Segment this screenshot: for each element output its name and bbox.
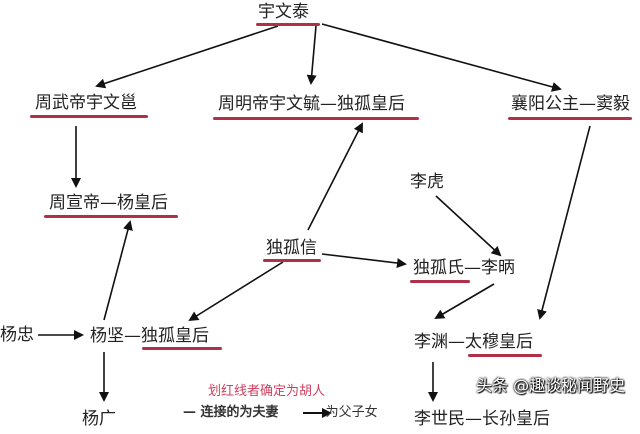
- node-xiangyang: 襄阳公主—窦毅: [511, 94, 630, 114]
- arrow-duguxin-yangjian: [188, 261, 284, 322]
- node-yuwentai: 宇文泰: [258, 2, 309, 22]
- arrow-yuwentai-zhoumingdi: [306, 25, 317, 85]
- arrow-lihu-dugushi: [435, 195, 502, 257]
- red-underline: [263, 259, 321, 262]
- node-zhouwudi: 周武帝宇文邕: [35, 93, 137, 113]
- node-lihu: 李虎: [410, 172, 444, 192]
- red-underline: [213, 117, 419, 120]
- node-liyuan: 李渊—太穆皇后: [414, 332, 533, 352]
- node-dugushi: 独孤氏—李昞: [413, 258, 515, 278]
- arrow-douyi-liyuan: [537, 125, 591, 320]
- node-yangzhong: 杨忠: [0, 325, 34, 345]
- red-underline: [30, 115, 148, 118]
- legend-red-note: 划红线者确定为胡人: [208, 384, 326, 399]
- arrow-libing-liyuan: [434, 283, 495, 320]
- legend-spouse-text: — 连接的为夫妻: [183, 405, 279, 420]
- legend-spouse: — 连接的为夫妻 为父子女: [183, 405, 378, 421]
- red-underline: [468, 354, 542, 357]
- node-zhoumingdi: 周明帝宇文毓—独孤皇后: [218, 94, 405, 114]
- arrow-duguxin-zhoumingdi: [307, 122, 363, 231]
- red-underline: [410, 280, 470, 283]
- red-underline: [44, 215, 178, 218]
- red-underline: [256, 23, 320, 26]
- node-lishimin: 李世民—长孙皇后: [414, 409, 550, 429]
- red-underline: [142, 347, 222, 350]
- red-underline: [508, 117, 632, 120]
- node-yangguang: 杨广: [82, 409, 116, 429]
- arrow-duguxin-dugushi: [321, 253, 407, 269]
- node-yangjian: 杨坚—独孤皇后: [90, 326, 209, 346]
- node-zhouxuandi: 周宣帝—杨皇后: [49, 193, 168, 213]
- arrow-yuwentai-zhouwudi: [95, 25, 279, 89]
- legend-parent-text: 为父子女: [325, 405, 378, 420]
- arrow-yuwentai-xiangyang: [321, 23, 562, 92]
- node-duguxin: 独孤信: [266, 238, 317, 258]
- watermark: 头条 @趣谈秘闻野史: [476, 376, 626, 395]
- arrow-yangjian-zhouxuandi: [103, 220, 133, 321]
